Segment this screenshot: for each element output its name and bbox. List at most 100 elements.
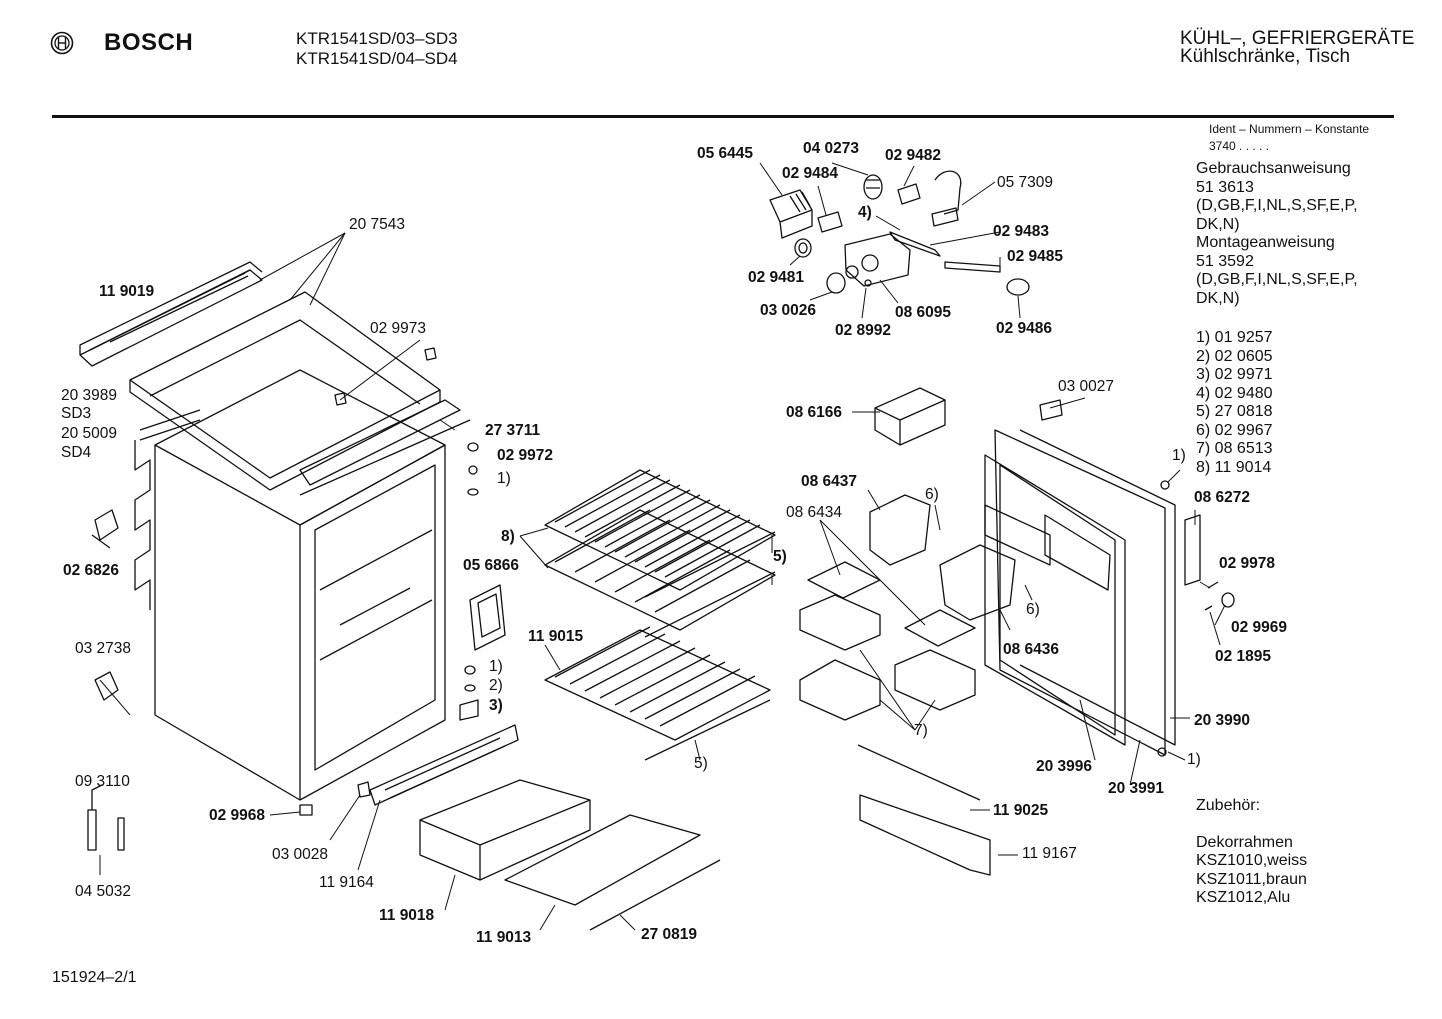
part-label: 08 6272 bbox=[1194, 489, 1251, 506]
footnote-item: 3) 02 9971 bbox=[1196, 366, 1273, 383]
part-label: 02 6826 bbox=[63, 562, 120, 579]
part-label: 11 9019 bbox=[99, 283, 155, 300]
part-label: 5) bbox=[773, 548, 787, 565]
small-parts-left bbox=[88, 348, 436, 850]
doc-line: DK,N) bbox=[1196, 289, 1240, 307]
part-label: 03 2738 bbox=[75, 640, 132, 657]
part-label: 02 9978 bbox=[1219, 555, 1276, 572]
part-label: 11 9013 bbox=[476, 929, 532, 946]
part-label: 20 3989 bbox=[61, 387, 118, 404]
footnote-item: 8) 11 9014 bbox=[1196, 458, 1272, 476]
part-label: 4) bbox=[858, 204, 872, 221]
ident-title: Ident – Nummern – Konstante bbox=[1209, 122, 1370, 136]
header-rule bbox=[52, 115, 1394, 118]
footnote-item: 6) 02 9967 bbox=[1196, 421, 1273, 439]
model-number-2: KTR1541SD/04–SD4 bbox=[296, 49, 458, 68]
part-label: 20 3991 bbox=[1108, 780, 1165, 797]
shelf-upper bbox=[545, 470, 775, 637]
part-label: 20 5009 bbox=[61, 425, 118, 442]
part-label: 11 9167 bbox=[1022, 845, 1077, 862]
part-label: 02 1895 bbox=[1215, 648, 1272, 665]
part-label: 02 9484 bbox=[782, 165, 839, 182]
part-label: 02 9483 bbox=[993, 223, 1050, 240]
part-label: 1) bbox=[1172, 447, 1186, 464]
doc-line: Gebrauchsanweisung bbox=[1196, 160, 1351, 177]
part-label: 02 9482 bbox=[885, 147, 942, 164]
part-label: 02 9481 bbox=[748, 269, 805, 286]
accessories-block: Zubehör: Dekorrahmen KSZ1010,weiss KSZ10… bbox=[1196, 797, 1307, 908]
document-id: 151924–2/1 bbox=[52, 969, 137, 986]
part-label: 09 3110 bbox=[75, 773, 130, 790]
part-label: 08 6434 bbox=[786, 504, 843, 521]
part-label: 08 6166 bbox=[786, 404, 843, 421]
door-bins bbox=[800, 388, 1234, 875]
footnote-item: 5) 27 0818 bbox=[1196, 403, 1273, 420]
shelf-leaders bbox=[520, 528, 772, 760]
doc-line: 51 3613 bbox=[1196, 178, 1254, 196]
cabinet-body bbox=[155, 370, 470, 800]
part-label: 03 0028 bbox=[272, 846, 329, 863]
part-label: 02 9973 bbox=[370, 320, 427, 337]
footnote-item: 7) 08 6513 bbox=[1196, 440, 1273, 457]
brand-name: BOSCH bbox=[104, 29, 194, 56]
part-label: 20 3996 bbox=[1036, 758, 1093, 775]
part-label: 11 9164 bbox=[319, 874, 374, 891]
condenser-coil bbox=[135, 410, 200, 610]
part-label: 6) bbox=[1026, 601, 1040, 618]
cabinet-top bbox=[80, 262, 440, 490]
part-label: 04 0273 bbox=[803, 140, 860, 157]
footnote-item: 4) 02 9480 bbox=[1196, 384, 1273, 402]
model-number-1: KTR1541SD/03–SD3 bbox=[296, 29, 458, 48]
part-label: 27 3711 bbox=[485, 422, 541, 439]
crisper-and-grille bbox=[370, 725, 720, 930]
accessory-line: KSZ1010,weiss bbox=[1196, 852, 1308, 869]
part-label: 03 0027 bbox=[1058, 378, 1115, 395]
thermostat-leaders bbox=[760, 163, 1020, 318]
category-title: KÜHL–, GEFRIERGERÄTE bbox=[1180, 28, 1415, 49]
part-label: 20 7543 bbox=[349, 216, 406, 233]
part-label: 05 7309 bbox=[997, 174, 1054, 191]
part-label: 11 9015 bbox=[528, 628, 584, 645]
part-label: SD4 bbox=[61, 444, 92, 461]
bottom-leaders bbox=[445, 875, 635, 930]
thermostat-assembly bbox=[770, 171, 1029, 295]
accessory-line: Zubehör: bbox=[1196, 797, 1261, 814]
part-label: SD3 bbox=[61, 405, 92, 422]
footnote-list: 1) 01 9257 2) 02 0605 3) 02 9971 4) 02 9… bbox=[1196, 329, 1273, 477]
part-label: 08 6436 bbox=[1003, 641, 1060, 658]
part-label: 02 9486 bbox=[996, 320, 1053, 337]
part-label: 05 6445 bbox=[697, 145, 754, 162]
part-label: 5) bbox=[694, 755, 708, 772]
part-label: 08 6437 bbox=[801, 473, 858, 490]
footnote-item: 1) 01 9257 bbox=[1196, 329, 1273, 346]
category-subtitle: Kühlschränke, Tisch bbox=[1180, 46, 1351, 67]
documentation-block: Gebrauchsanweisung 51 3613 (D,GB,F,I,NL,… bbox=[1196, 160, 1358, 308]
part-label: 2) bbox=[489, 677, 503, 694]
part-label: 7) bbox=[914, 722, 928, 739]
part-label: 03 0026 bbox=[760, 302, 817, 319]
part-label: 1) bbox=[1187, 751, 1201, 768]
doc-line: (D,GB,F,I,NL,S,SF,E,P, bbox=[1196, 197, 1358, 214]
accessory-line: KSZ1011,braun bbox=[1196, 870, 1307, 888]
part-label: 6) bbox=[925, 486, 939, 503]
door-leaders bbox=[820, 398, 1225, 855]
part-label: 11 9018 bbox=[379, 907, 435, 924]
part-label: 11 9025 bbox=[993, 802, 1049, 819]
footnote-item: 2) 02 0605 bbox=[1196, 347, 1273, 365]
cabinet-leaders bbox=[100, 233, 455, 875]
accessory-line: KSZ1012,Alu bbox=[1196, 889, 1291, 906]
part-label: 02 9969 bbox=[1231, 619, 1288, 636]
doc-line: (D,GB,F,I,NL,S,SF,E,P, bbox=[1196, 271, 1358, 288]
part-label: 1) bbox=[497, 470, 511, 487]
part-label: 1) bbox=[489, 658, 503, 675]
door-panels bbox=[985, 430, 1175, 755]
part-label: 02 8992 bbox=[835, 322, 892, 339]
part-label: 8) bbox=[501, 528, 515, 545]
part-label: 20 3990 bbox=[1194, 712, 1251, 729]
part-label: 3) bbox=[489, 697, 503, 714]
part-label: 27 0819 bbox=[641, 926, 698, 943]
part-label: 08 6095 bbox=[895, 304, 952, 321]
shelf-lower bbox=[545, 627, 770, 760]
part-label: 02 9485 bbox=[1007, 248, 1064, 265]
